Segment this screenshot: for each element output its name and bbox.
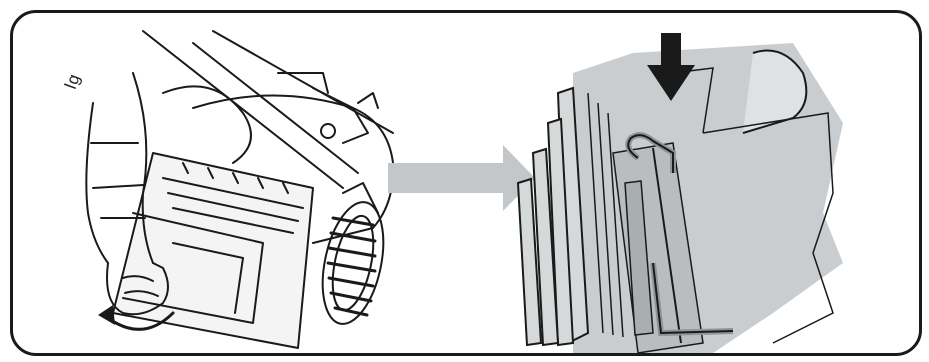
handle-bar-upper — [213, 31, 393, 133]
comb-teeth — [518, 88, 588, 345]
arm-sleeve — [86, 103, 108, 263]
figure-frame: lg — [10, 10, 922, 356]
latch-hook — [628, 135, 673, 173]
frame-bar — [613, 143, 703, 353]
mower-illustration — [13, 13, 413, 353]
catcher-body — [573, 43, 843, 353]
down-arrow-icon — [647, 33, 695, 101]
catcher-rod — [653, 263, 733, 333]
